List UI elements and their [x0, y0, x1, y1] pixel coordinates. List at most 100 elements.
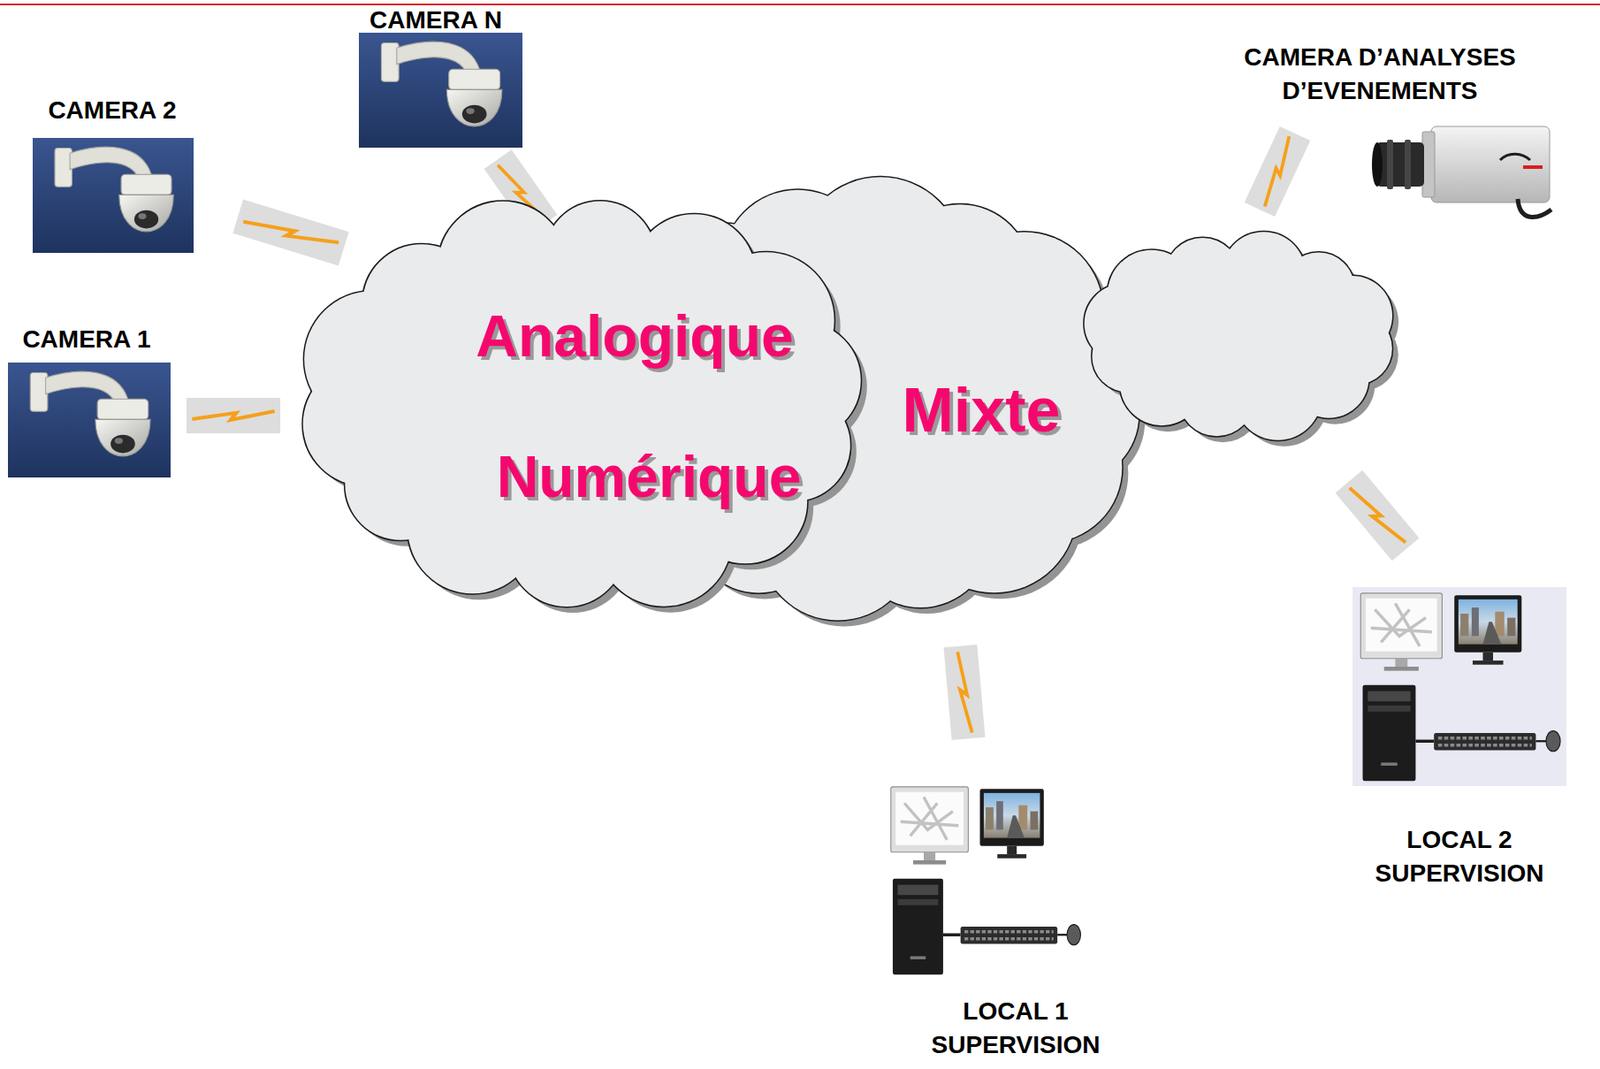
- building: [1029, 811, 1038, 831]
- supervision-workstation: LOCAL 1 SUPERVISION: [883, 780, 1087, 980]
- wall-plate: [30, 373, 48, 412]
- tower-light: [910, 955, 927, 959]
- cloud-core: [362, 256, 805, 549]
- road: [1006, 815, 1025, 838]
- dome-figure: [32, 137, 194, 253]
- monitor-base: [913, 860, 946, 865]
- monitor-stand: [923, 852, 936, 861]
- cloud-fill: [303, 200, 861, 607]
- network-cloud: AnalogiqueNumériqueMixte: [291, 176, 1415, 628]
- camera-housing: [449, 68, 501, 90]
- mouse: [1546, 731, 1561, 752]
- monitor-stand: [1483, 652, 1494, 661]
- mount-arm: [396, 41, 480, 73]
- monitor-base: [1384, 666, 1419, 671]
- keyboard: [1433, 732, 1536, 751]
- cloud-shape: [1084, 231, 1399, 447]
- camera-lens: [110, 434, 136, 454]
- cloud-outline: [1084, 231, 1393, 441]
- key-row: [964, 937, 1054, 940]
- camera-dome: [95, 419, 151, 456]
- pc-tower: [1363, 685, 1417, 781]
- wall-plate: [54, 148, 72, 188]
- key-row: [1438, 743, 1532, 747]
- ptz-dome-camera: CAMERA 2: [32, 137, 194, 253]
- key-row: [1438, 736, 1532, 740]
- photo-backdrop: [7, 362, 171, 478]
- photo-backdrop: [32, 137, 194, 253]
- photo-backdrop: [1367, 106, 1556, 240]
- monitor-stand: [1394, 658, 1408, 667]
- map-view: [1371, 602, 1433, 646]
- wall-plate: [380, 43, 399, 83]
- video-screen: [983, 792, 1041, 839]
- brand-mark: [1523, 165, 1543, 169]
- mouse: [1066, 924, 1081, 945]
- network-type-label: Numérique: [496, 443, 802, 511]
- building: [1018, 805, 1028, 831]
- tower-light: [1380, 761, 1397, 765]
- keyboard: [960, 926, 1059, 945]
- monitor-screen: [1365, 598, 1438, 652]
- building: [1494, 611, 1504, 637]
- device-label: CAMERA 2: [47, 93, 176, 128]
- video-screen: [1458, 599, 1518, 645]
- cloud-figure: [291, 176, 1415, 628]
- cloud-core: [1121, 272, 1359, 400]
- device-label: CAMERA N: [369, 3, 503, 38]
- camera-lens: [462, 105, 488, 124]
- cloud-shadow: [309, 206, 868, 613]
- wireless-link-symbol: [943, 644, 985, 740]
- ptz-dome-camera: CAMERA 1: [7, 362, 171, 478]
- lens-glint: [137, 213, 146, 220]
- device-label: LOCAL 2 SUPERVISION: [1357, 822, 1562, 891]
- keyboard-cable: [943, 932, 961, 936]
- pc-tower: [892, 878, 944, 975]
- building: [996, 800, 1004, 830]
- wireless-link-symbol: [232, 199, 349, 267]
- front-plate: [1422, 131, 1435, 198]
- monitor: [891, 786, 969, 853]
- mouse-cable: [1535, 739, 1547, 742]
- lens-barrel: [1376, 142, 1425, 187]
- mount-arm: [45, 371, 129, 403]
- monitor-screen: [895, 792, 964, 846]
- map-view: [900, 796, 960, 839]
- cloud-outline: [303, 200, 861, 607]
- header-rule: [0, 3, 1600, 6]
- device-label: LOCAL 1 SUPERVISION: [914, 994, 1118, 1062]
- cloud-shape: [303, 200, 868, 613]
- power-cable: [1517, 198, 1552, 218]
- supervision-workstation: LOCAL 2 SUPERVISION: [1352, 586, 1567, 786]
- drive-bay: [897, 884, 938, 896]
- boxcam-figure: [1367, 106, 1556, 240]
- keyboard-cable: [1415, 739, 1434, 743]
- photo-backdrop: [358, 32, 523, 148]
- network-type-label: Analogique: [475, 303, 793, 371]
- camera-body: [1431, 126, 1550, 203]
- photo-backdrop: [883, 780, 1087, 980]
- camera-lens: [134, 210, 159, 229]
- lens-glint: [114, 437, 123, 444]
- key-row: [964, 929, 1054, 933]
- building: [1460, 613, 1469, 636]
- monitor-stand: [1006, 845, 1017, 854]
- monitor-base: [1472, 660, 1504, 665]
- building: [1507, 617, 1516, 637]
- drive-bay: [1367, 691, 1410, 702]
- pc-figure: [1352, 586, 1567, 786]
- lens-ring: [1386, 139, 1394, 190]
- lens-ring: [1404, 139, 1411, 190]
- signal-cable: [1500, 153, 1531, 160]
- mouse-cable: [1057, 933, 1067, 936]
- monitor-base: [997, 853, 1027, 859]
- monitor: [1360, 593, 1442, 659]
- ptz-dome-camera: CAMERA N: [358, 32, 523, 148]
- wireless-link-symbol: [1335, 470, 1420, 561]
- camera-dome: [119, 194, 174, 231]
- lens-front: [1371, 142, 1383, 187]
- device-label: CAMERA 1: [22, 322, 151, 357]
- building: [985, 807, 994, 830]
- building: [1471, 607, 1479, 636]
